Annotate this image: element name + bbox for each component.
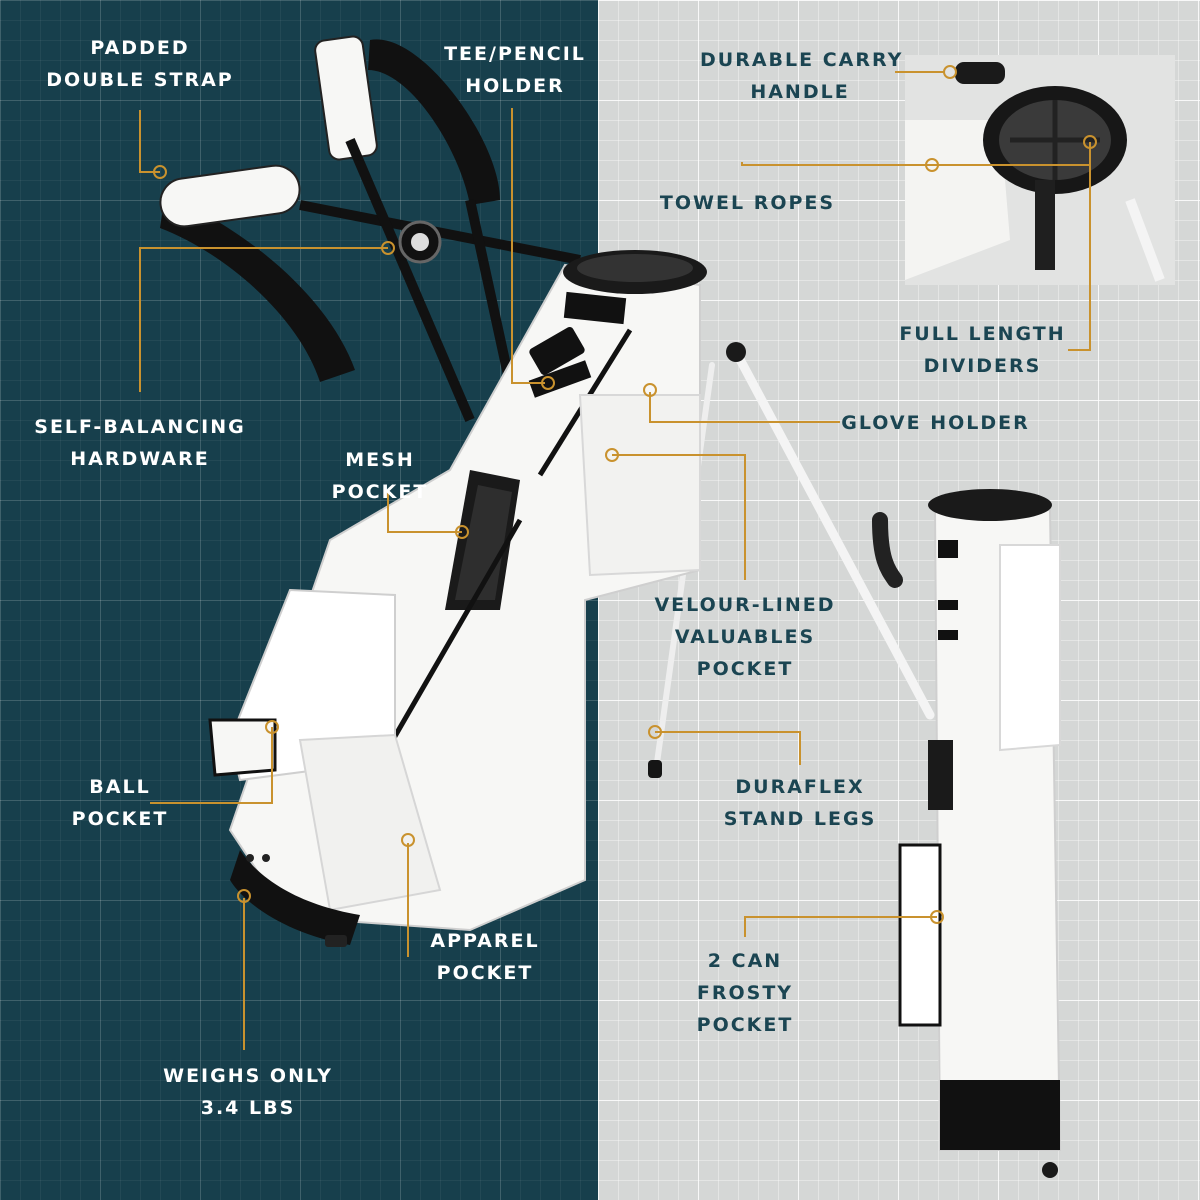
callout-duraflex-stand-legs: DURAFLEX STAND LEGS: [715, 771, 885, 835]
callout-line: MESH: [345, 449, 415, 471]
callout-towel-ropes: TOWEL ROPES: [655, 187, 840, 219]
callout-line: POCKET: [696, 658, 794, 680]
callout-line: FULL LENGTH: [899, 323, 1066, 345]
callout-dots: [153, 65, 1097, 924]
callout-apparel-pocket: APPAREL POCKET: [425, 925, 545, 989]
callout-self-balancing-hardware: SELF-BALANCING HARDWARE: [20, 411, 260, 475]
callout-velour-lined-valuables-pocket: VELOUR-LINED VALUABLES POCKET: [640, 589, 850, 685]
callout-durable-carry-handle: DURABLE CARRY HANDLE: [700, 44, 904, 108]
callout-line: FROSTY: [696, 982, 794, 1004]
bag-top-inset: [905, 55, 1175, 285]
callout-line: SELF-BALANCING: [34, 416, 246, 438]
callout-line: TOWEL ROPES: [659, 192, 836, 214]
callout-line: PADDED: [90, 37, 190, 59]
callout-ball-pocket: BALL POCKET: [60, 771, 180, 835]
callout-line: VELOUR-LINED: [654, 594, 836, 616]
callout-line: POCKET: [331, 481, 429, 503]
callout-line: VALUABLES: [674, 626, 816, 648]
callout-line: 3.4 LBS: [200, 1097, 296, 1119]
callout-frosty-pocket: 2 CAN FROSTY POCKET: [685, 945, 805, 1041]
callout-mesh-pocket: MESH POCKET: [320, 444, 440, 508]
callout-line: POCKET: [696, 1014, 794, 1036]
padded-double-strap: [159, 35, 581, 432]
callout-full-length-dividers: FULL LENGTH DIVIDERS: [880, 318, 1085, 382]
callout-line: TEE/PENCIL: [444, 43, 586, 65]
callout-line: DIVIDERS: [923, 355, 1042, 377]
callout-line: DOUBLE STRAP: [46, 69, 234, 91]
callout-line: POCKET: [71, 808, 169, 830]
small-golf-bag: [872, 489, 1062, 1178]
callout-line: POCKET: [436, 962, 534, 984]
callout-line: GLOVE HOLDER: [841, 412, 1030, 434]
callout-line: DURAFLEX: [735, 776, 865, 798]
callout-line: WEIGHS ONLY: [163, 1065, 333, 1087]
callout-line: 2 CAN: [707, 950, 783, 972]
callout-line: HANDLE: [750, 81, 850, 103]
callout-line: APPAREL: [430, 930, 540, 952]
callout-line: BALL: [89, 776, 151, 798]
callout-glove-holder: GLOVE HOLDER: [838, 407, 1033, 439]
callout-tee-pencil-holder: TEE/PENCIL HOLDER: [420, 38, 610, 102]
main-golf-bag: [208, 250, 707, 947]
callout-lines: [139, 71, 1091, 1050]
callout-padded-double-strap: PADDED DOUBLE STRAP: [40, 32, 240, 96]
callout-line: DURABLE CARRY: [700, 49, 904, 71]
callout-line: HOLDER: [465, 75, 565, 97]
callout-line: STAND LEGS: [723, 808, 877, 830]
callout-line: HARDWARE: [70, 448, 210, 470]
callout-weighs-only: WEIGHS ONLY 3.4 LBS: [150, 1060, 346, 1124]
